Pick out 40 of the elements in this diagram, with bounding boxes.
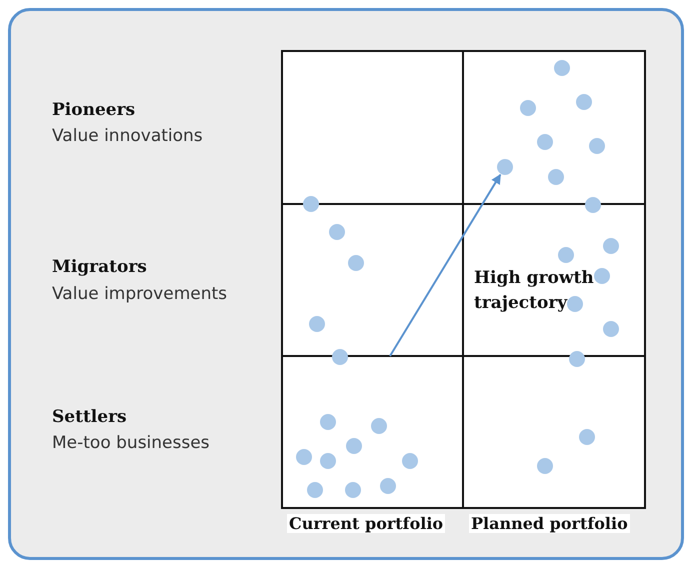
data-dot: [329, 224, 345, 240]
column-label: Planned portfolio: [469, 514, 630, 533]
data-dot: [576, 94, 592, 110]
data-dot: [537, 134, 553, 150]
row-description: Value innovations: [52, 126, 203, 146]
data-dot: [307, 482, 323, 498]
row-heading: Settlers: [52, 407, 127, 427]
data-dot: [497, 159, 513, 175]
data-dot: [589, 138, 605, 154]
data-dot: [554, 60, 570, 76]
data-dot: [303, 196, 319, 212]
data-dot: [548, 169, 564, 185]
data-dot: [309, 316, 325, 332]
data-dot: [332, 349, 348, 365]
data-dot: [346, 438, 362, 454]
data-dot: [402, 453, 418, 469]
data-dot: [371, 418, 387, 434]
data-dot: [537, 458, 553, 474]
data-dot: [603, 238, 619, 254]
data-dot: [594, 268, 610, 284]
row-heading: Pioneers: [52, 100, 136, 120]
row-heading: Migrators: [52, 257, 147, 277]
data-dot: [380, 478, 396, 494]
data-dot: [296, 449, 312, 465]
column-label: Current portfolio: [287, 514, 446, 533]
data-dot: [520, 100, 536, 116]
data-dot: [558, 247, 574, 263]
data-dot: [603, 321, 619, 337]
row-description: Value improvements: [52, 284, 228, 304]
data-dot: [345, 482, 361, 498]
data-dot: [567, 296, 583, 312]
row-description: Me-too businesses: [52, 433, 210, 453]
data-dot: [348, 255, 364, 271]
data-dot: [585, 197, 601, 213]
trajectory-label: High growth trajectory: [474, 267, 594, 315]
data-dot: [320, 414, 336, 430]
data-dot: [320, 453, 336, 469]
arrow: [389, 174, 502, 357]
data-dot: [579, 429, 595, 445]
data-dot: [569, 351, 585, 367]
